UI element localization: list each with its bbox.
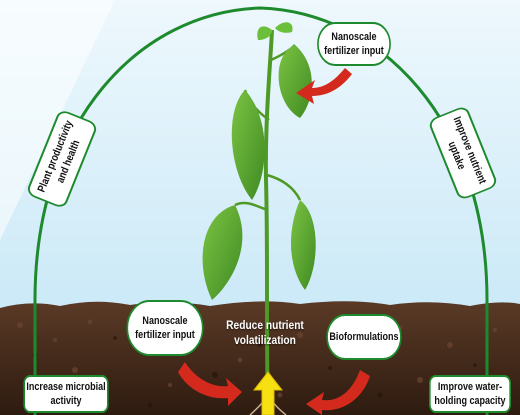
label-increase-microbial-activity: Increase microbial activity xyxy=(23,375,108,413)
label-bioformulations: Bioformulations xyxy=(326,314,401,360)
reduce-line1: Reduce nutrient xyxy=(218,318,312,333)
label-improve-water-holding-capacity: Improve water- holding capacity xyxy=(429,375,511,413)
top-input-line1: Nanoscale xyxy=(331,30,376,44)
label-top-nanoscale-fertilizer-input: Nanoscale fertilizer input xyxy=(317,22,391,66)
reduce-line2: volatilization xyxy=(218,333,312,348)
soil-input-line2: fertilizer input xyxy=(135,328,195,342)
top-input-line2: fertilizer input xyxy=(324,44,384,58)
microbial-line2: activity xyxy=(50,394,81,408)
water-line1: Improve water- xyxy=(438,380,502,394)
bioformulations-text: Bioformulations xyxy=(329,330,398,344)
label-soil-nanoscale-fertilizer-input: Nanoscale fertilizer input xyxy=(126,300,203,356)
soil-input-line1: Nanoscale xyxy=(142,314,187,328)
label-reduce-nutrient-volatilization: Reduce nutrient volatilization xyxy=(218,318,312,348)
microbial-line1: Increase microbial xyxy=(26,380,105,394)
water-line2: holding capacity xyxy=(434,394,505,408)
